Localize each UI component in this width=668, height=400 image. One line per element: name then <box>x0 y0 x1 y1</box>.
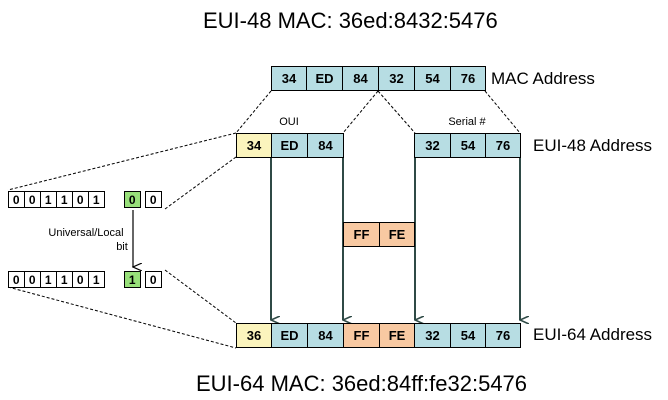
ul-label-line1: Universal/Local <box>48 227 124 239</box>
eui48-byte: ED <box>271 133 308 158</box>
mac-byte: 84 <box>342 66 379 91</box>
bit-cell: 0 <box>8 271 25 288</box>
bit-cell: 0 <box>72 271 89 288</box>
eui48-first-byte: 34 <box>236 133 272 158</box>
bit-cell: 0 <box>24 271 41 288</box>
bit-cell: 1 <box>40 271 57 288</box>
eui48-byte: 76 <box>485 133 521 158</box>
oui-label: OUI <box>279 116 299 128</box>
mac-byte: 76 <box>450 66 486 91</box>
bit-cell: 1 <box>88 271 105 288</box>
eui64-byte: 76 <box>485 323 521 348</box>
eui48-mac-title: EUI-48 MAC: 36ed:8432:5476 <box>203 8 498 33</box>
bit-cell: 1 <box>56 271 73 288</box>
bit-cell: 1 <box>40 191 57 208</box>
filler-byte: FE <box>379 222 415 247</box>
universal-local-bit-flipped: 1 <box>124 271 141 288</box>
mac-byte: 32 <box>378 66 415 91</box>
bit-cell: 0 <box>145 191 162 208</box>
ul-label-line2: bit <box>116 241 128 253</box>
mac-byte: 34 <box>271 66 307 91</box>
filler-byte: FF <box>343 222 380 247</box>
bit-cell: 1 <box>56 191 73 208</box>
bit-cell: 0 <box>8 191 25 208</box>
mac-byte: ED <box>306 66 343 91</box>
eui48-byte: 84 <box>307 133 344 158</box>
eui64-filler-byte: FF <box>343 323 380 348</box>
bit-cell: 0 <box>72 191 89 208</box>
eui64-mac-title: EUI-64 MAC: 36ed:84ff:fe32:5476 <box>196 371 528 396</box>
eui48-address-label: EUI-48 Address <box>533 136 653 155</box>
eui64-byte: 32 <box>414 323 451 348</box>
eui48-byte: 32 <box>414 133 451 158</box>
bit-cell: 0 <box>145 271 162 288</box>
eui64-filler-byte: FE <box>379 323 415 348</box>
eui64-byte: ED <box>271 323 308 348</box>
eui64-address-label: EUI-64 Address <box>533 325 653 344</box>
eui64-byte: 84 <box>307 323 344 348</box>
mac-address-label: MAC Address <box>491 69 595 88</box>
serial-label: Serial # <box>448 116 486 128</box>
eui64-first-byte: 36 <box>236 323 272 348</box>
eui48-byte: 54 <box>450 133 486 158</box>
eui64-byte: 54 <box>450 323 486 348</box>
universal-local-label: Universal/Local bit <box>40 226 132 254</box>
bit-cell: 0 <box>24 191 41 208</box>
universal-local-bit: 0 <box>124 191 141 208</box>
mac-byte: 54 <box>414 66 451 91</box>
bit-cell: 1 <box>88 191 105 208</box>
